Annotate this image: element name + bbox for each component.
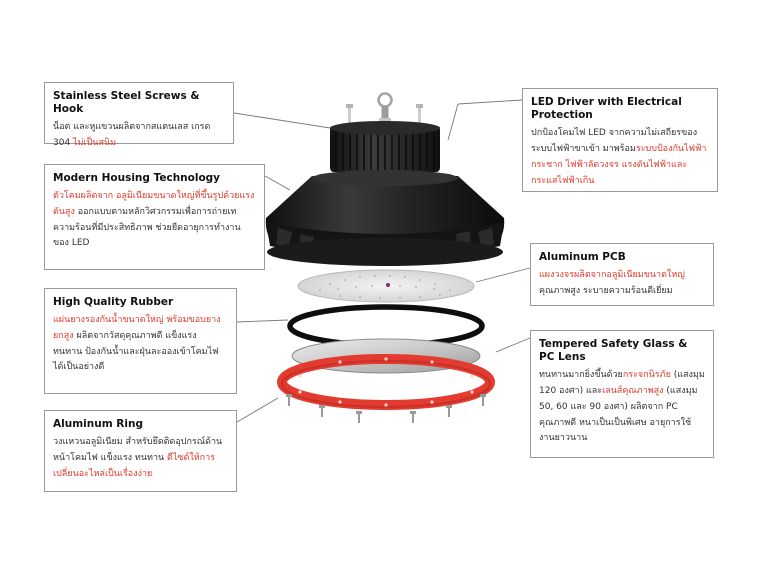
callout-title: Stainless Steel Screws & Hook (53, 90, 200, 116)
description-text: (แสงมุม 120 องศา) และ (539, 370, 705, 396)
description-text: วงแหวนอลูมิเนียม สำหรับยึดติดอุปกรณ์ด้าน… (53, 437, 223, 463)
highlighted-text: ตัวโคมผลิตจาก อลูมิเนียมขนาดใหญ่ที่ขึ้นร… (53, 191, 255, 217)
callout-description: ตัวโคมผลิตจาก อลูมิเนียมขนาดใหญ่ที่ขึ้นร… (53, 189, 256, 252)
ring-screws-icon (286, 394, 486, 423)
description-text: น็อต และหูแขวนผลิตจากสแตนเลส เกรด 304 (53, 122, 211, 148)
callout-description: ทนทานมากยิ่งขึ้นด้วยกระจกนิรภัย (แสงมุม … (539, 368, 705, 447)
led-driver-body (330, 121, 440, 172)
callout-description: แผ่นยางรองกันน้ำขนาดใหญ่ พร้อมขอบยางยกสู… (53, 313, 228, 376)
callout-driver: LED Driver with Electrical Protection ปก… (522, 88, 718, 192)
callout-housing: Modern Housing Technology ตัวโคมผลิตจาก … (44, 164, 265, 270)
highlighted-text: ระบบป้องกันไฟฟ้ากระชาก ไฟฟ้าลัดวงจร แรงด… (531, 144, 707, 186)
highlighted-text: กระจกนิรภัย (622, 370, 671, 381)
callout-title: Aluminum PCB (539, 251, 626, 263)
callout-title: LED Driver with Electrical Protection (531, 96, 682, 122)
description-text: (แสงมุม 50, 60 และ 90 องศา) ผลิตจาก PC ค… (539, 386, 698, 444)
screws-icon (346, 104, 423, 126)
callout-description: ปกป้องโคมไฟ LED จากความไม่เสถียรของระบบไ… (531, 126, 709, 189)
highlighted-text: แผ่นยางรองกันน้ำขนาดใหญ่ พร้อมขอบยางยกสู… (53, 315, 221, 341)
leader-lines (233, 99, 531, 423)
description-text: ผลิตจากวัสดุคุณภาพดี แข็งแรง ทนทาน ป้องก… (53, 330, 219, 373)
description-text: ทนทานมากยิ่งขึ้นด้วย (539, 370, 623, 381)
callout-ring: Aluminum Ring วงแหวนอลูมิเนียม สำหรับยึด… (44, 410, 237, 492)
highlighted-text: ดีไซด์ให้การเปลี่ยนอะไหล่เป็นเรื่องง่าย (53, 452, 216, 479)
callout-description: วงแหวนอลูมิเนียม สำหรับยึดติดอุปกรณ์ด้าน… (53, 435, 228, 482)
callout-title: Modern Housing Technology (53, 172, 221, 184)
highlighted-text: แผงวงจรผลิตจากอลูมิเนียมขนาดใหญ่ (539, 270, 685, 281)
highlighted-text: ไม่เป็นสนิม (73, 138, 117, 148)
aluminum-ring (277, 354, 495, 410)
description-text: ออกแบบตามหลักวิศวกรรมเพื่อการถ่ายเทความร… (53, 206, 241, 249)
callout-title: Aluminum Ring (53, 418, 143, 430)
callout-glass: Tempered Safety Glass & PC Lens ทนทานมาก… (530, 330, 714, 458)
callout-description: แผงวงจรผลิตจากอลูมิเนียมขนาดใหญ่ คุณภาพส… (539, 268, 705, 300)
description-text: ปกป้องโคมไฟ LED จากความไม่เสถียรของระบบไ… (531, 128, 698, 154)
callout-title: High Quality Rubber (53, 296, 174, 308)
highlighted-text: เลนส์คุณภาพสูง (602, 386, 664, 396)
aluminum-housing (265, 170, 505, 266)
hook-icon (377, 92, 393, 123)
aluminum-pcb (297, 269, 475, 303)
callout-screws-hook: Stainless Steel Screws & Hook น็อต และหู… (44, 82, 234, 148)
callout-rubber: High Quality Rubber แผ่นยางรองกันน้ำขนาด… (44, 288, 237, 394)
description-text: คุณภาพสูง ระบายความร้อนดีเยี่ยม (539, 285, 673, 296)
callout-description: น็อต และหูแขวนผลิตจากสแตนเลส เกรด 304 ไม… (53, 120, 225, 152)
callout-title: Tempered Safety Glass & PC Lens (539, 338, 688, 364)
callout-pcb: Aluminum PCB แผงวงจรผลิตจากอลูมิเนียมขนา… (530, 243, 714, 306)
